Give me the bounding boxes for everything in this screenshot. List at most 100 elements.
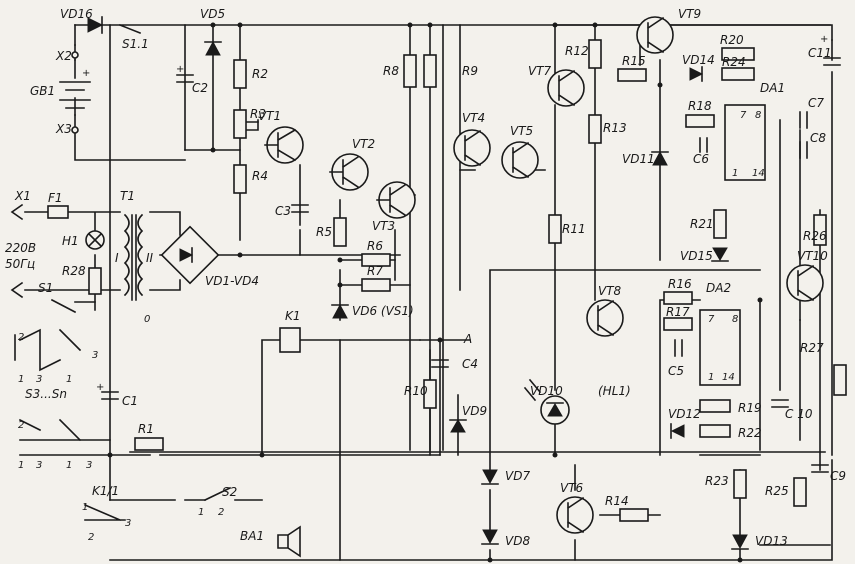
svg-text:3: 3 [36,460,42,471]
resistor-r11 [548,214,562,244]
label-r24: R24 [722,55,746,69]
switch-s1 [50,298,77,314]
label-r8: R8 [383,64,399,78]
resistor-r28 [88,267,102,295]
label-r17: R17 [666,305,690,319]
label-r22: R22 [738,426,762,440]
label-r6: R6 [367,239,383,253]
resistor-r4 [233,164,247,194]
label-r23: R23 [705,474,729,488]
svg-text:2: 2 [218,507,224,518]
label-vd14: VD14 [682,53,715,67]
label-r18: R18 [688,99,712,113]
battery-gb1 [59,81,91,109]
label-r1: R1 [138,422,154,436]
label-r19: R19 [738,401,762,415]
label-r12: R12 [565,44,589,58]
labels: VD16 S1.1 VD5 C2 R2 R3 R4 VT1 VT2 VT3 C3… [5,7,846,548]
label-r10: R10 [404,384,428,398]
label-x3: X3 [55,122,72,136]
label-winding-i: I [115,251,119,265]
svg-text:3: 3 [125,518,131,529]
resistor-r22 [699,424,731,438]
resistor-r21 [713,209,727,239]
label-vd9: VD9 [462,404,487,418]
diode-vd13 [732,534,748,550]
capacitor-c10 [771,399,789,408]
svg-text:8: 8 [732,314,738,325]
label-r13: R13 [603,121,627,135]
label-vd16: VD16 [60,7,93,21]
resistor-r5 [333,217,347,247]
diode-vd11 [652,150,668,166]
label-k1: K1 [285,309,301,323]
capacitor-c3 [291,204,309,213]
label-r21: R21 [690,217,714,231]
svg-text:1: 1 [198,507,204,518]
capacitor-c6 [699,137,708,153]
label-c3: C3 [275,204,291,218]
svg-text:1: 1 [66,374,72,385]
label-r14: R14 [605,494,629,508]
capacitor-c9 [811,464,829,473]
svg-text:1: 1 [708,372,714,383]
label-c4: C4 [462,357,478,371]
transistor-vt4 [453,129,491,167]
label-vd10: VD10 [530,384,563,398]
resistor-r12 [588,39,602,69]
label-vt1: VT1 [258,109,281,123]
label-ba1: BA1 [240,529,264,543]
resistor-r6 [361,253,391,267]
label-c8: C8 [810,131,826,145]
resistor-r23 [733,469,747,499]
label-c2: C2 [192,81,208,95]
transistor-vt5 [501,141,539,179]
label-vd5: VD5 [200,7,225,21]
label-da1: DA1 [760,81,785,95]
capacitor-c11 [823,57,841,66]
resistor-r7 [361,278,391,292]
terminal-x2 [71,51,79,59]
junctions [107,22,763,563]
switch-group-s3-sn [18,328,82,442]
resistor-r9 [423,54,437,88]
transistor-vt6 [556,496,594,534]
svg-text:3: 3 [36,374,42,385]
buzzer-ba1 [277,525,301,558]
transistor-vt8 [586,299,624,337]
svg-text:+: + [96,382,104,393]
label-c6: C6 [693,152,709,166]
label-vt6: VT6 [560,481,584,495]
terminal-x3 [71,126,79,134]
svg-text:1: 1 [82,502,88,513]
resistor-r2 [233,59,247,89]
label-c10: C 10 [785,407,813,421]
switch-s1-1 [118,23,142,35]
capacitor-c7 [799,111,808,129]
svg-text:2: 2 [18,332,24,343]
svg-text:1: 1 [732,168,738,179]
svg-text:8: 8 [755,110,761,121]
label-c7: C7 [808,96,824,110]
svg-text:2: 2 [88,532,94,543]
diode-vd9 [450,419,466,433]
label-hl1: (HL1) [598,384,631,398]
label-r2: R2 [252,67,268,81]
diode-vd6 [332,303,348,319]
diode-vd5 [205,40,221,56]
label-vd6: VD6 (VS1) [352,304,414,318]
resistor-r19 [699,399,731,413]
ic-da1 [724,104,766,181]
resistor-r20 [721,47,755,61]
svg-text:3: 3 [92,350,98,361]
label-vd12: VD12 [668,407,701,421]
svg-text:+: + [82,68,90,79]
label-r16: R16 [668,277,692,291]
capacitor-c4 [431,359,449,368]
label-winding-ii: II [146,251,154,265]
label-vt5: VT5 [510,124,533,138]
capacitor-c5 [674,339,683,357]
label-r7: R7 [367,264,383,278]
capacitor-c1 [101,391,119,400]
label-r28: R28 [62,264,86,278]
